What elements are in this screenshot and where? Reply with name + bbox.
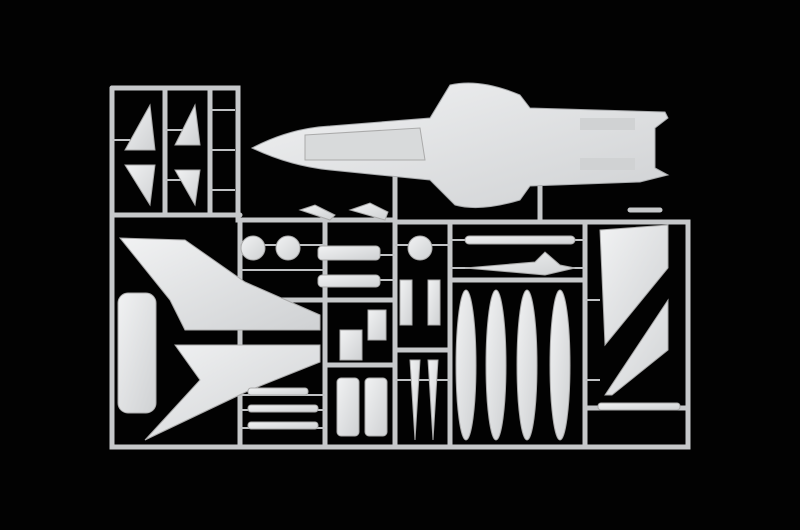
wheel-part [407,235,433,261]
tail-fin-parts [597,224,681,411]
wheel-part [275,235,301,261]
sprue-frame [109,85,691,450]
engine-detail [580,118,635,130]
misc-parts [247,202,576,441]
wing-parts [117,237,321,441]
fuel-tanks [455,289,571,441]
fuselage-part [250,82,670,209]
engine-detail [580,158,635,170]
cockpit-opening [304,127,426,161]
wheel-part [240,235,266,261]
small-fins [124,103,201,207]
